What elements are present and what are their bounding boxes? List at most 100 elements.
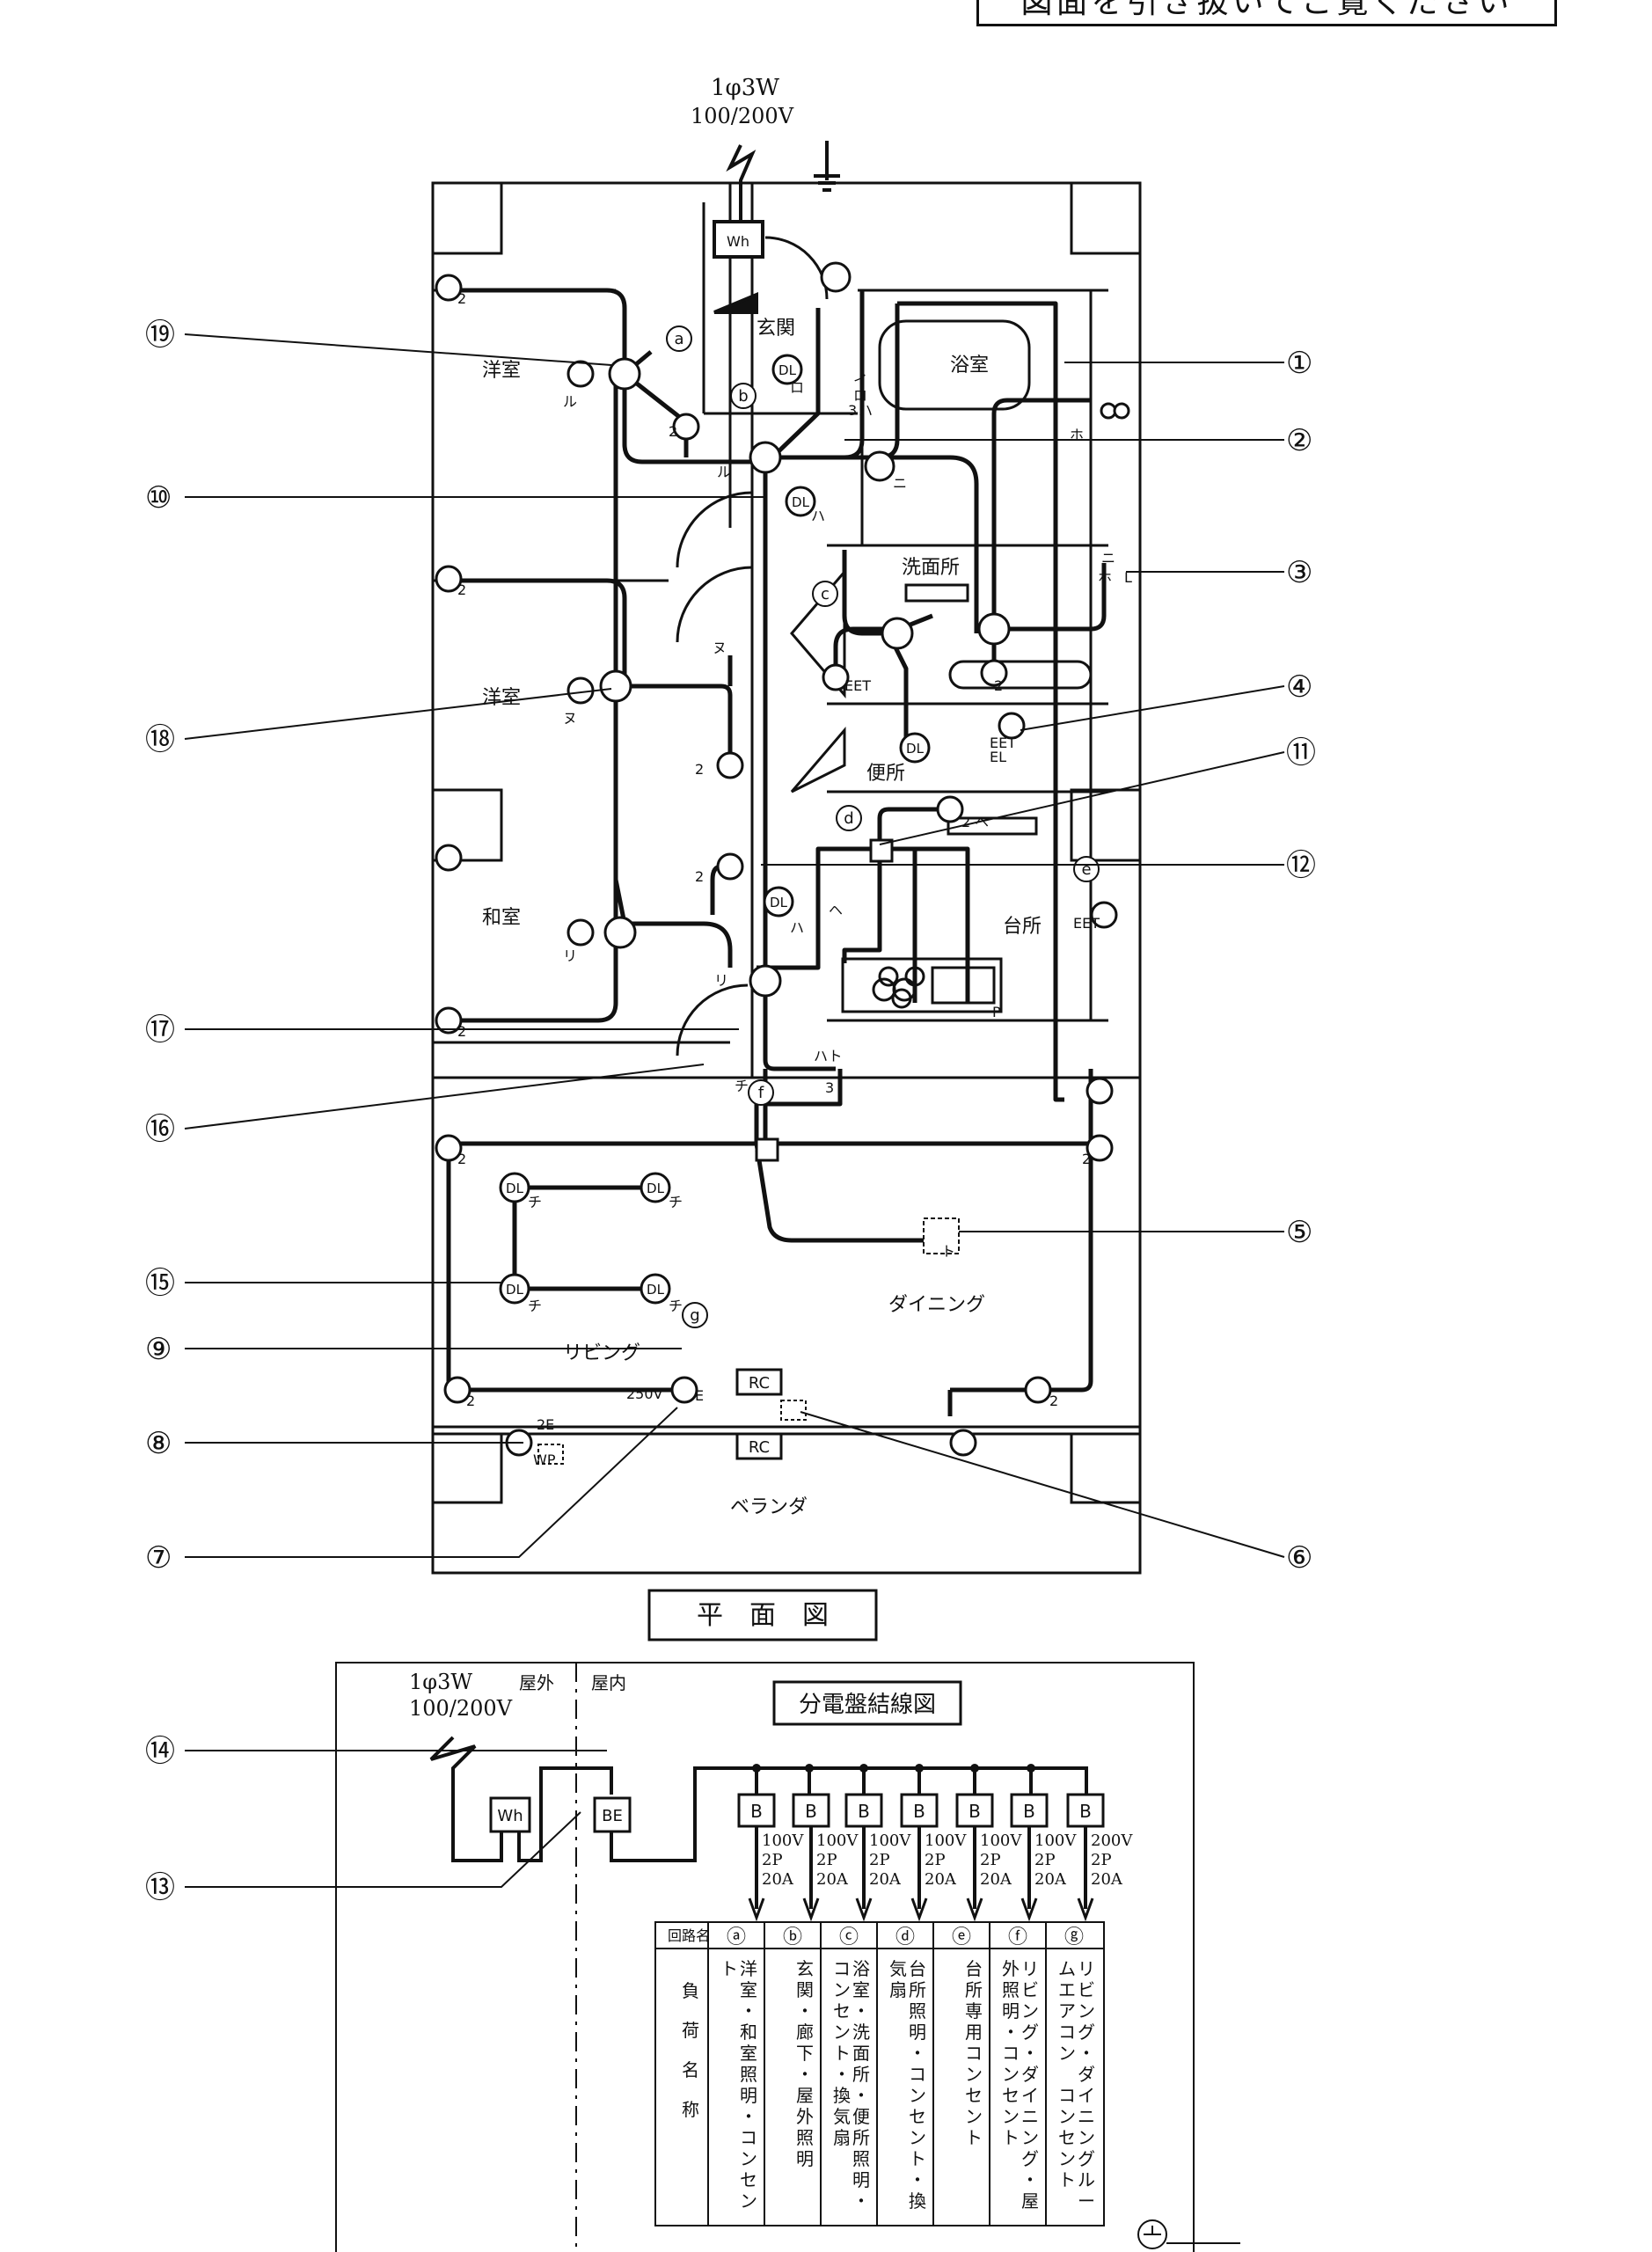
breaker-rating: 2P [925, 1851, 946, 1869]
outlet-symbol [672, 413, 700, 441]
breaker-rating: 2P [980, 1851, 1001, 1869]
room-western1: 洋室 [482, 360, 521, 382]
svg-text:DL: DL [647, 1282, 665, 1298]
callout-13: ⑬ [145, 1870, 175, 1905]
svg-text:DL: DL [906, 741, 925, 757]
svg-text:RC: RC [749, 1374, 770, 1393]
circuit-load-char: ン [909, 2127, 926, 2148]
circuit-mark-2: ⓑ [783, 1927, 802, 1949]
circuit-load-char: ・ [852, 2000, 870, 2022]
fan-symbol [1113, 402, 1130, 420]
breaker-rating: 20A [762, 1870, 794, 1889]
svg-text:EL: EL [990, 749, 1006, 765]
circuit-load-char: 照 [796, 2127, 814, 2148]
breaker-rating: 100V [869, 1832, 911, 1850]
circuit-load-char: セ [740, 2169, 757, 2190]
svg-text:f: f [758, 1084, 764, 1102]
circuit-load-char: リ [1078, 1958, 1095, 1979]
outlet-symbol [1085, 1077, 1114, 1105]
circuit-load-char: 照 [852, 2148, 870, 2169]
indoor-label: 屋内 [591, 1672, 626, 1693]
circuit-load-char: ・ [1021, 2169, 1039, 2190]
ceiling-light-symbol [567, 918, 595, 947]
circuit-load-char: ン [1021, 2127, 1039, 2148]
circuit-load-char: ト [965, 2127, 983, 2148]
breaker-rating: 2P [1034, 1851, 1056, 1869]
room-entrance: 玄関 [757, 318, 795, 340]
table-circuit-name: 回路名 [668, 1927, 710, 1944]
circuit-load-char: 照 [740, 2064, 757, 2085]
callout-12: ⑫ [1286, 848, 1316, 883]
circuit-load-char: 洋 [740, 1958, 757, 1979]
circuit-mark-6: ⓕ [1008, 1927, 1027, 1949]
circuit-load-char: ル [1078, 2169, 1095, 2190]
circuit-load-char: セ [1058, 2127, 1076, 2148]
circuit-load-char: ト [909, 2148, 926, 2169]
breaker-rating: 100V [925, 1832, 967, 1850]
callout-2: ② [1286, 423, 1312, 458]
outlet-symbol [443, 1376, 471, 1404]
breaker-rating: 200V [1091, 1832, 1133, 1850]
circuit-load-char: ト [1002, 2127, 1020, 2148]
svg-text:WP: WP [533, 1451, 556, 1468]
circuit-load-char: ム [1058, 1958, 1076, 1979]
outlet-symbol [1090, 901, 1118, 929]
callout-7: ⑦ [145, 1540, 172, 1576]
light-symbol [864, 450, 895, 482]
circuit-load-char: ・ [1021, 2043, 1039, 2064]
svg-text:L: L [1124, 569, 1132, 586]
svg-text:3: 3 [825, 1079, 834, 1096]
svg-text:ハ: ハ [790, 919, 804, 936]
svg-text:EET: EET [990, 735, 1016, 751]
breaker-rating: 20A [1091, 1870, 1123, 1889]
circuit-load-char: ・ [1078, 2043, 1095, 2064]
outlet-symbol [949, 1429, 977, 1457]
outlet-symbol [822, 663, 850, 691]
circuit-load-char: 和 [740, 2022, 757, 2043]
supply-phase: 1φ3W [711, 75, 779, 101]
svg-text:ニ: ニ [893, 475, 907, 492]
circuit-table: 回路名 負 荷 名 称 [654, 1921, 1105, 2226]
outlet-symbol [670, 1376, 698, 1404]
callout-15: ⑮ [145, 1266, 175, 1301]
circuit-load-char: ア [1058, 2000, 1076, 2022]
breaker-label: B [969, 1801, 981, 1822]
circuit-load-char: ダ [1021, 2064, 1039, 2085]
circuit-load-char: ビ [1021, 1979, 1039, 2000]
circuit-load-char: ニ [1078, 2106, 1095, 2127]
svg-text:DL: DL [770, 895, 788, 910]
panel-meter-label: Wh [497, 1807, 523, 1825]
circuit-load-char: 浴 [852, 1958, 870, 1979]
breaker-label: B [1079, 1801, 1092, 1822]
circuit-load-char: 所 [852, 2064, 870, 2085]
breaker-rating: 20A [869, 1870, 902, 1889]
circuit-mark-7: ⓖ [1064, 1927, 1084, 1949]
svg-text:ホ: ホ [1070, 427, 1084, 443]
breaker-label: B [858, 1801, 870, 1822]
outlet-symbol [936, 795, 964, 823]
breaker-rating: 20A [1034, 1870, 1067, 1889]
circuit-load-char: 室 [740, 2043, 757, 2064]
circuit-load-char: ニ [1021, 2106, 1039, 2127]
svg-text:リ: リ [563, 947, 577, 964]
svg-text:250V: 250V [626, 1386, 663, 1402]
svg-text:RC: RC [749, 1438, 770, 1457]
breaker-rating: 20A [980, 1870, 1012, 1889]
circuit-load-char: 扇 [889, 1979, 907, 2000]
circuit-load-char: ン [1078, 2000, 1095, 2022]
elb-label: BE [602, 1807, 623, 1825]
outlet-symbol [435, 565, 463, 593]
junction-boxes [599, 357, 1011, 1162]
aircon-units: RC RC [537, 1217, 960, 1465]
circuit-load-char: ン [909, 2085, 926, 2106]
circuit-load-char: ン [965, 2106, 983, 2127]
circuit-load-char: ・ [740, 2106, 757, 2127]
circuit-load-char: 関 [796, 1979, 814, 2000]
breaker-rating: 2P [762, 1851, 783, 1869]
svg-text:2: 2 [457, 1023, 466, 1040]
outlet-symbol [1085, 1134, 1114, 1162]
svg-text:2: 2 [466, 1393, 475, 1409]
circuit-load-char: ・ [833, 2064, 851, 2085]
